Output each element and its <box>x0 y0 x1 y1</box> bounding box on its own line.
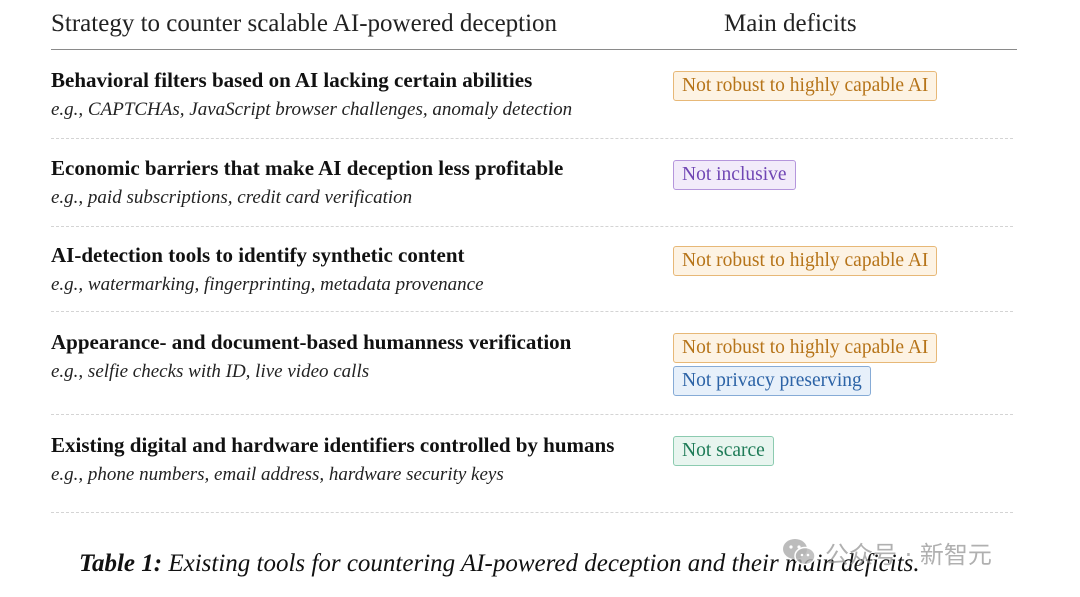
header-divider <box>51 49 1017 50</box>
column-header-strategy: Strategy to counter scalable AI-powered … <box>51 10 558 37</box>
strategy-examples: e.g., selfie checks with ID, live video … <box>51 361 370 382</box>
row-divider <box>51 226 1013 227</box>
strategy-title: Economic barriers that make AI deception… <box>51 156 564 180</box>
deficit-badge-not-robust: Not robust to highly capable AI <box>673 333 938 363</box>
row-divider <box>51 138 1013 139</box>
watermark-text: 公众号 · 新智元 <box>825 540 992 569</box>
strategy-title: Appearance- and document-based humanness… <box>51 330 572 354</box>
deficit-badge-not-scarce: Not scarce <box>673 436 774 466</box>
deficit-badge-not-privacy-preserving: Not privacy preserving <box>673 366 871 396</box>
row-divider <box>51 512 1013 513</box>
watermark: 公众号 · 新智元 <box>781 535 992 569</box>
strategy-title: Existing digital and hardware identifier… <box>51 433 615 457</box>
row-divider <box>51 414 1013 415</box>
row-divider <box>51 311 1013 312</box>
table-header: Strategy to counter scalable AI-powered … <box>51 8 1017 48</box>
strategy-examples: e.g., phone numbers, email address, hard… <box>51 464 504 485</box>
caption-label: Table 1: <box>79 550 163 577</box>
wechat-icon <box>781 537 817 567</box>
deficit-badge-not-robust: Not robust to highly capable AI <box>673 246 938 276</box>
column-header-deficits: Main deficits <box>724 10 857 37</box>
deficit-badge-not-robust: Not robust to highly capable AI <box>673 71 938 101</box>
strategy-examples: e.g., CAPTCHAs, JavaScript browser chall… <box>51 99 573 120</box>
strategy-title: AI-detection tools to identify synthetic… <box>51 243 465 267</box>
strategy-title: Behavioral filters based on AI lacking c… <box>51 68 533 92</box>
deficit-badge-not-inclusive: Not inclusive <box>673 160 796 190</box>
strategy-examples: e.g., paid subscriptions, credit card ve… <box>51 187 413 208</box>
strategy-examples: e.g., watermarking, fingerprinting, meta… <box>51 274 484 295</box>
